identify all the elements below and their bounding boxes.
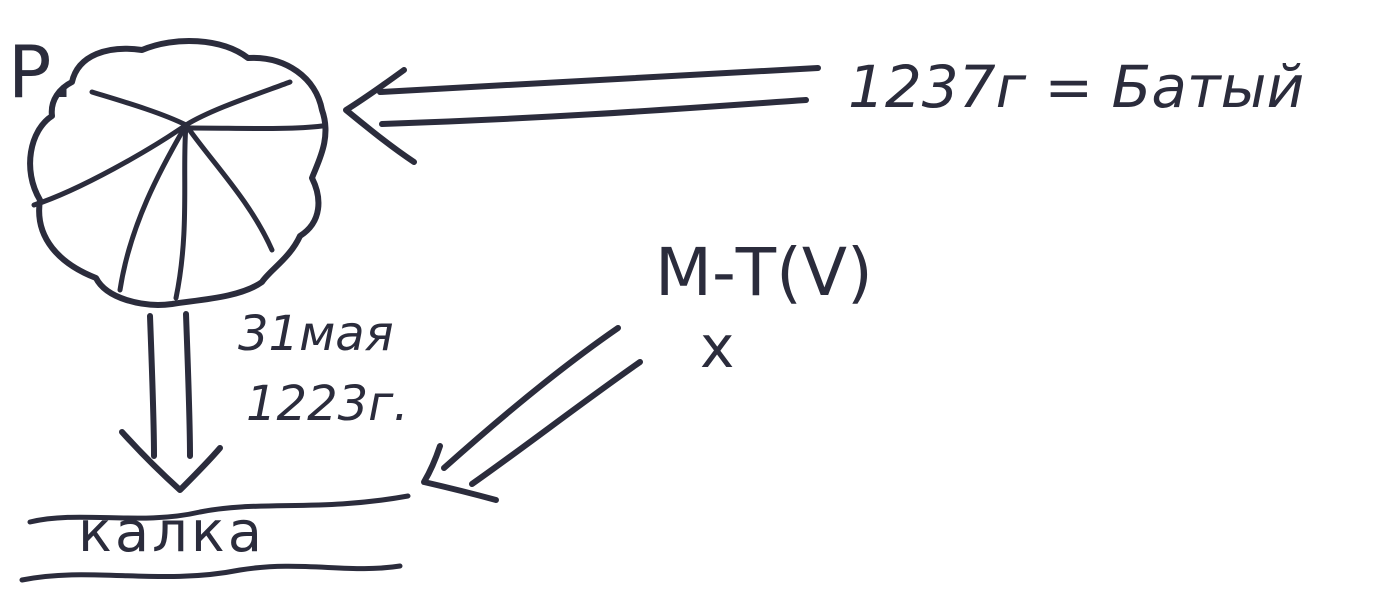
batu-arrow [343,65,821,165]
kalka-river [19,493,411,583]
battle-year-label: 1223г. [246,376,409,432]
russia-label: Р. [8,30,75,114]
kalka-river-label: калка [78,500,266,565]
russia-territory-outline [27,38,329,308]
mongol-tatars-label: М-Т(V) [655,234,873,311]
batu-invasion-label: 1237г = Батый [848,53,1305,121]
battle-date-label: 31мая [238,306,394,362]
cross-mark-label: x [700,313,735,381]
russia-to-kalka-arrow [119,311,223,493]
mongols-to-kalka-arrow [421,325,643,503]
russia-principality-lines [31,79,325,301]
